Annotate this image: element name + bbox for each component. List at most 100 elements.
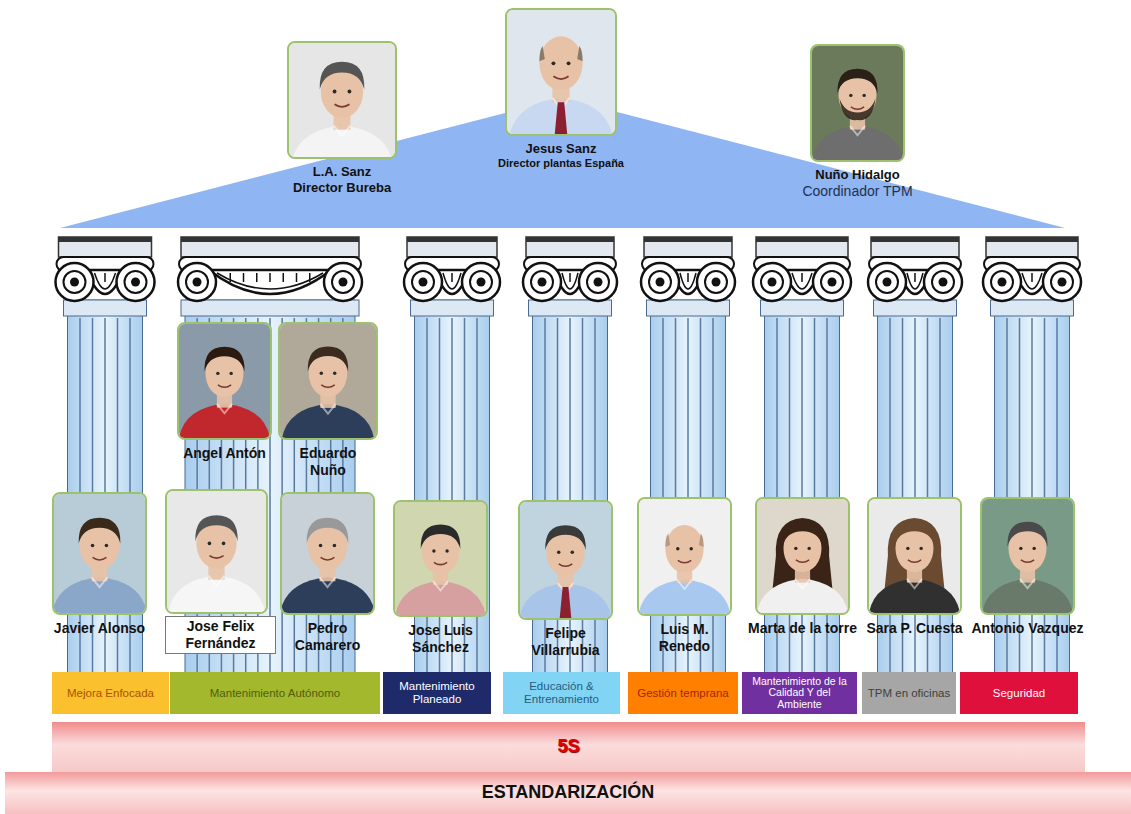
portrait-part <box>1021 560 1034 562</box>
portrait-part <box>319 544 323 548</box>
portrait-part <box>445 549 448 552</box>
portrait-part <box>321 385 334 387</box>
portrait-part <box>895 522 935 547</box>
pillar-abacus <box>871 237 959 257</box>
photo-frame <box>755 497 850 615</box>
portrait-part <box>222 542 226 546</box>
portrait-part <box>168 576 265 612</box>
roof-triangle <box>60 98 1065 228</box>
portrait-part <box>982 579 1073 613</box>
pillar-dart <box>914 273 916 282</box>
portrait-part <box>555 102 568 134</box>
pillar-volute <box>64 271 86 293</box>
portrait-part <box>677 580 692 590</box>
person-card: Nuño HidalgoCoordinador TPM <box>810 44 905 162</box>
portrait-part <box>812 126 903 160</box>
pillar-abacus-top <box>181 237 359 242</box>
pillar-volute <box>641 263 679 301</box>
person-name: Pedro Camarero <box>278 620 378 654</box>
portrait-photo <box>54 494 145 613</box>
pillar-volute <box>178 263 216 301</box>
portrait-part <box>577 46 582 61</box>
portrait-part <box>795 579 810 589</box>
portrait-part <box>217 404 232 414</box>
pillar-abacus <box>986 237 1078 257</box>
pillar-volute <box>924 263 962 301</box>
portrait-part <box>333 90 337 94</box>
pillar-egg <box>562 273 578 289</box>
person-card: L.A. SanzDirector Bureba <box>287 41 397 159</box>
portrait-part <box>333 544 337 548</box>
portrait-part <box>280 324 376 438</box>
pillar-volute <box>462 263 500 301</box>
pillar-abacus <box>756 237 848 257</box>
person-card: Felipe Villarrubia <box>518 500 613 620</box>
pillar-label: Seguridad <box>993 687 1045 700</box>
portrait-photo <box>167 491 266 612</box>
pillar-volute <box>1043 263 1081 301</box>
pillar-volute <box>983 263 1021 301</box>
pillar-volute <box>1051 271 1073 293</box>
portrait-part <box>179 324 270 438</box>
portrait-part <box>289 43 395 157</box>
person-card: Angel Antón <box>177 322 272 440</box>
pillar-volute <box>868 263 906 301</box>
pillar-label-box: Gestión temprana <box>628 672 738 714</box>
portrait-part <box>321 557 335 559</box>
portrait-photo <box>812 46 903 160</box>
pillar-neck <box>181 300 359 316</box>
portrait-part <box>557 551 560 554</box>
box-content: Mantenimiento Autónomo <box>170 672 380 714</box>
pillar-abacus-top <box>644 237 732 242</box>
portrait-part <box>334 125 351 136</box>
box-content: Mejora Enfocada <box>52 672 169 714</box>
person-name: Sara P. Cuesta <box>865 620 965 637</box>
portrait-part <box>348 90 352 94</box>
pillar-dart <box>687 273 689 282</box>
pillar-dart <box>269 273 271 282</box>
pillar-dart <box>296 273 298 282</box>
person-card: Eduardo Nuño <box>278 322 378 440</box>
portrait-part <box>282 404 374 438</box>
person-role: Director Bureba <box>252 180 432 196</box>
portrait-part <box>906 547 909 550</box>
portrait-part <box>908 560 921 562</box>
person-name: Luis M. Renedo <box>635 621 735 655</box>
portrait-part <box>539 46 544 61</box>
portrait-part <box>807 547 810 550</box>
pillar-volute <box>998 278 1007 287</box>
portrait-photo <box>395 502 486 615</box>
portrait-part <box>676 547 679 550</box>
portrait-part <box>869 579 960 613</box>
pillar-shaft <box>533 300 608 680</box>
pillar-egg <box>792 273 812 289</box>
portrait-part <box>1020 579 1035 589</box>
photo-frame <box>278 322 378 440</box>
portrait-part <box>884 518 945 594</box>
person-name: Jose Felix Fernández <box>168 618 273 652</box>
pillar-label-box: Mantenimiento de la Calidad Y del Ambien… <box>742 672 857 714</box>
portrait-part <box>772 518 833 594</box>
person-card: Javier Alonso <box>52 492 147 615</box>
portrait-part <box>434 562 447 564</box>
pillar-egg <box>680 273 696 289</box>
pillar-neck <box>411 300 494 316</box>
pillar-volute <box>404 263 442 301</box>
pillar-egg <box>1022 273 1042 289</box>
person-card: Luis M. Renedo <box>637 497 732 616</box>
portrait-part <box>665 525 703 573</box>
pillar-volute <box>470 271 492 293</box>
portrait-part <box>229 372 232 375</box>
foundation-band: 5S <box>52 722 1085 772</box>
photo-frame <box>52 492 147 615</box>
pillar-volute <box>828 278 837 287</box>
pillar-volute <box>70 278 79 287</box>
portrait-part <box>54 577 145 613</box>
pillar-volute <box>579 263 617 301</box>
pillar-volute <box>712 278 721 287</box>
photo-frame <box>177 322 272 440</box>
portrait-part <box>794 547 797 550</box>
portrait-part <box>320 577 336 587</box>
pillar-dart <box>104 273 106 282</box>
